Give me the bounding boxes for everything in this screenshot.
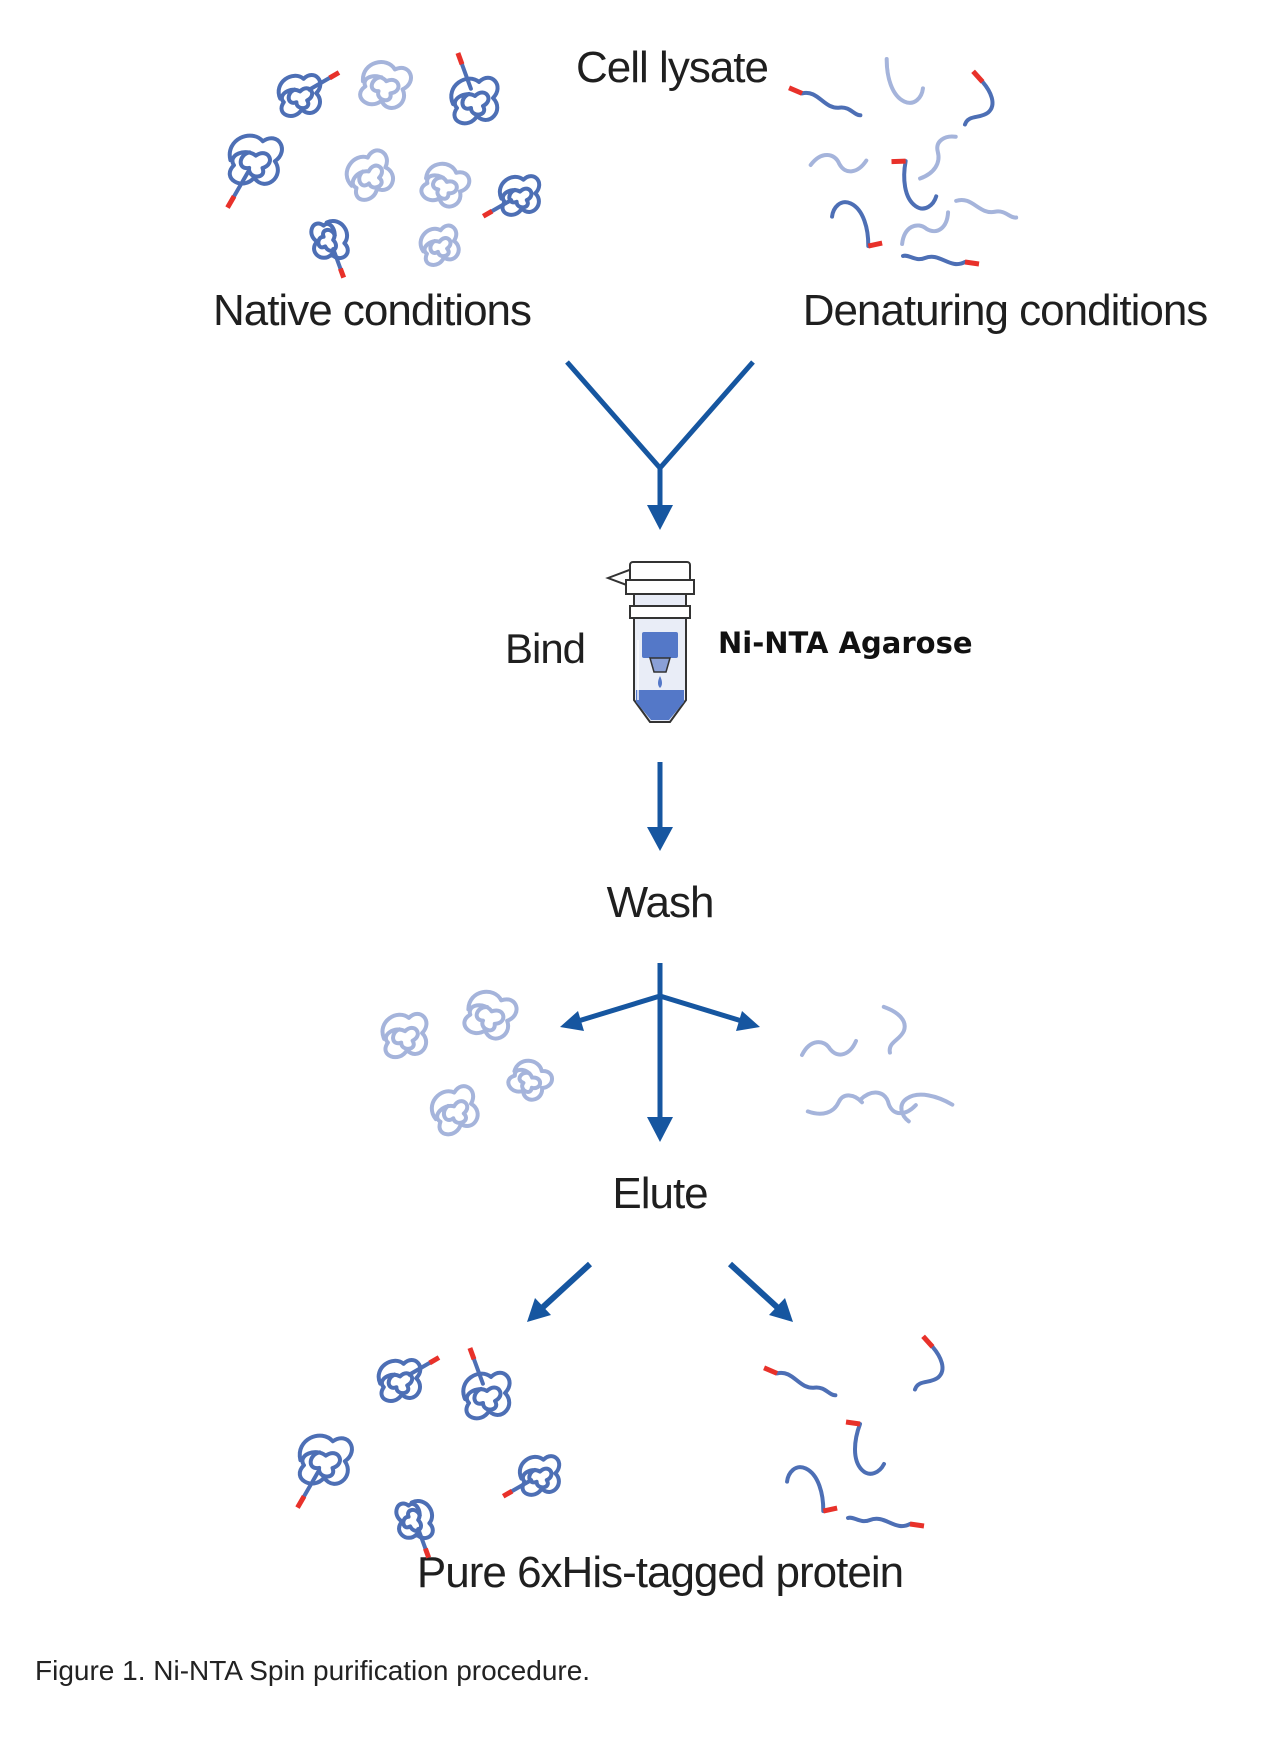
tagged-unfolded-protein-icon (846, 1515, 925, 1529)
tagged-unfolded-protein-icon (763, 1365, 838, 1398)
elute-right-arrow (727, 1261, 793, 1322)
denaturing-conditions-label: Denaturing conditions (803, 286, 1208, 335)
untagged-unfolded-protein-icon (805, 1093, 864, 1116)
tagged-folded-protein-icon (481, 174, 542, 219)
merge-arrow (565, 360, 755, 530)
tagged-folded-protein-icon (276, 70, 341, 118)
tagged-folded-protein-icon (501, 1454, 562, 1499)
pure-protein-label: Pure 6xHis-tagged protein (417, 1548, 903, 1597)
untagged-folded-protein-icon (506, 1058, 554, 1102)
tagged-folded-protein-icon (376, 1355, 441, 1403)
tagged-unfolded-protein-icon (891, 158, 939, 211)
flow-arrows (527, 360, 793, 1322)
tagged-unfolded-protein-icon (962, 69, 995, 127)
untagged-unfolded-protein-icon (800, 1039, 858, 1057)
tagged-unfolded-protein-icon (830, 200, 883, 249)
untagged-unfolded-protein-icon (918, 134, 958, 181)
tagged-folded-protein-icon (461, 1347, 512, 1421)
native-conditions-label: Native conditions (213, 286, 531, 335)
untagged-folded-protein-icon (418, 223, 461, 267)
figure-caption: Figure 1. Ni-NTA Spin purification proce… (35, 1655, 591, 1686)
protein-molecules (225, 52, 1019, 1559)
tagged-folded-protein-icon (449, 52, 500, 126)
tagged-unfolded-protein-icon (845, 1419, 886, 1476)
untagged-folded-protein-icon (419, 161, 472, 209)
ni-nta-agarose-label: Ni-NTA Agarose (718, 626, 973, 660)
spin-column-icon (605, 561, 695, 723)
untagged-unfolded-protein-icon (858, 1090, 918, 1116)
elute-left-arrow (527, 1261, 593, 1322)
untagged-unfolded-protein-icon (884, 56, 925, 105)
tagged-unfolded-protein-icon (901, 253, 980, 267)
tagged-unfolded-protein-icon (785, 1465, 838, 1514)
cell-lysate-label: Cell lysate (576, 43, 768, 92)
untagged-unfolded-protein-icon (900, 210, 951, 246)
untagged-folded-protein-icon (344, 148, 395, 202)
untagged-unfolded-protein-icon (808, 153, 869, 174)
untagged-folded-protein-icon (462, 989, 519, 1041)
untagged-folded-protein-icon (358, 60, 413, 110)
elute-step-label: Elute (612, 1169, 707, 1218)
untagged-unfolded-protein-icon (881, 1004, 907, 1055)
tagged-folded-protein-icon (309, 219, 350, 279)
untagged-folded-protein-icon (380, 1011, 429, 1060)
wash-out-right-arrow (659, 993, 760, 1031)
tagged-unfolded-protein-icon (912, 1334, 945, 1392)
bind-to-wash-arrow (647, 762, 673, 851)
wash-step-label: Wash (607, 878, 714, 927)
wash-to-elute-arrow (647, 963, 673, 1142)
untagged-folded-protein-icon (429, 1084, 480, 1137)
bind-step-label: Bind (505, 625, 585, 672)
tagged-folded-protein-icon (295, 1433, 354, 1509)
tagged-folded-protein-icon (225, 133, 284, 209)
untagged-unfolded-protein-icon (899, 1092, 955, 1124)
untagged-unfolded-protein-icon (954, 197, 1019, 220)
tagged-folded-protein-icon (394, 1499, 435, 1559)
tagged-unfolded-protein-icon (788, 85, 863, 118)
wash-out-left-arrow (560, 993, 661, 1031)
